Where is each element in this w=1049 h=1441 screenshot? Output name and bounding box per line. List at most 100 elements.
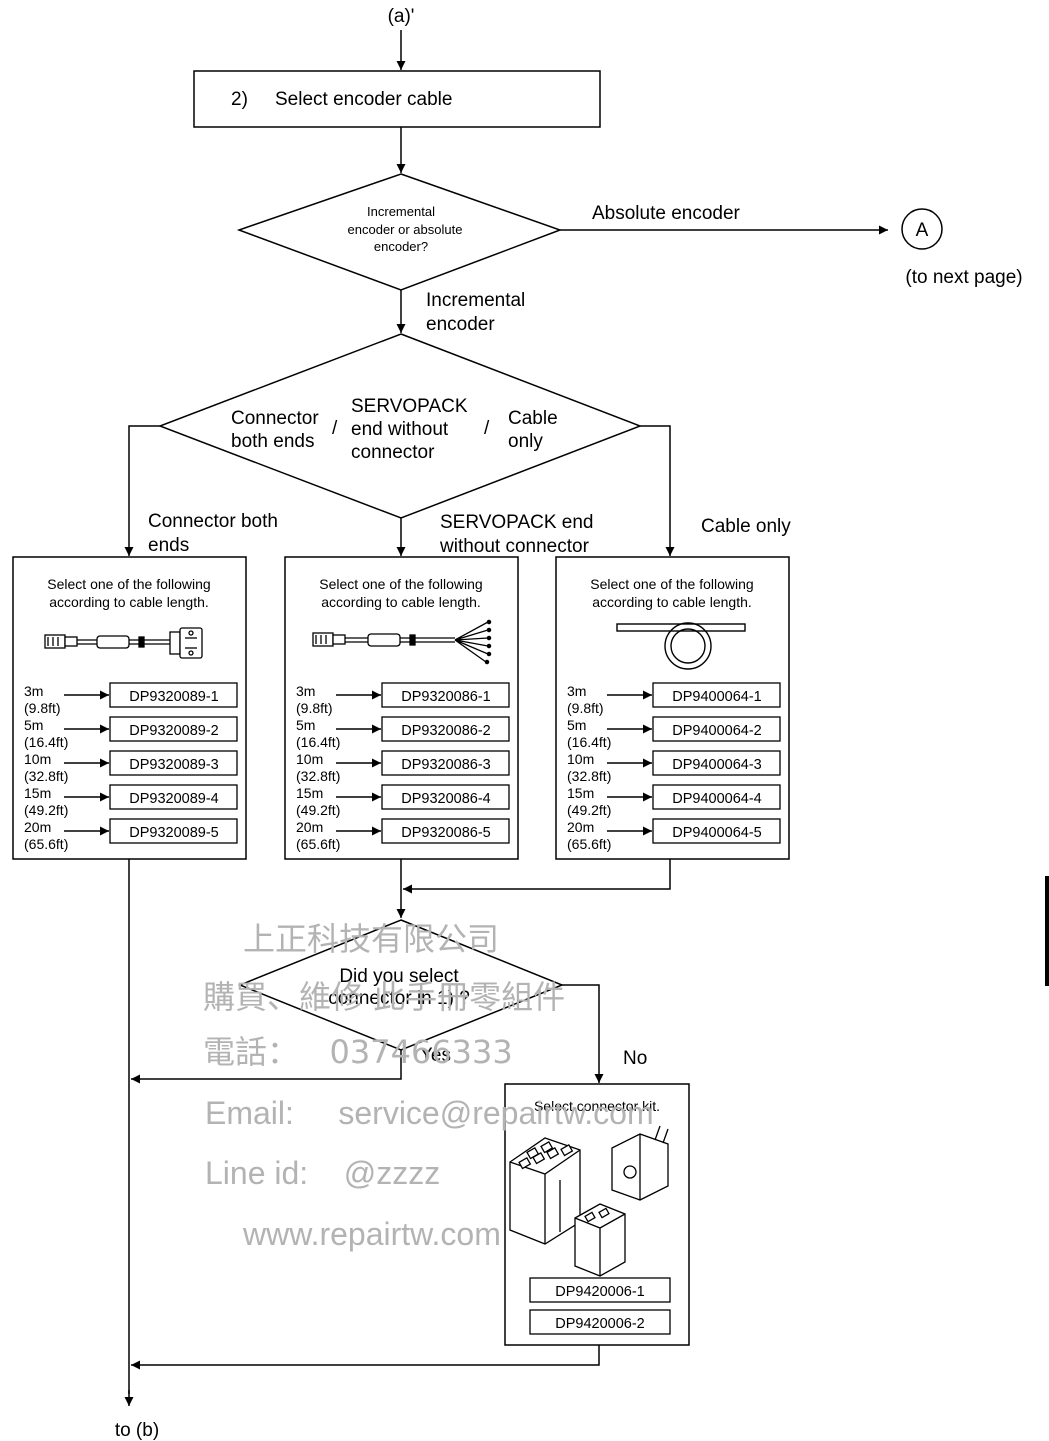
part-code: DP9320086-2 — [401, 723, 491, 739]
watermark-line: 電話： 037466333 — [203, 1033, 513, 1071]
watermark-line: Line id: @zzzz — [205, 1155, 440, 1191]
part-code: DP9320089-5 — [129, 825, 219, 841]
watermark-line: 購買、維修 此手冊零組件 — [203, 978, 565, 1016]
part-code-box — [109, 716, 238, 742]
step-number: 2) — [231, 89, 248, 110]
part-code-box — [381, 716, 510, 742]
length-ft: (65.6ft) — [24, 836, 68, 852]
decision-encoder-type: Incremental encoder or absolute encoder? — [236, 173, 563, 291]
length-m: 20m — [24, 819, 51, 835]
length-m: 20m — [296, 819, 323, 835]
length-m: 5m — [296, 717, 315, 733]
part-code-box — [652, 784, 781, 810]
to-next-page-note: (to next page) — [905, 267, 1022, 288]
length-m: 10m — [24, 751, 51, 767]
part-code-box — [381, 682, 510, 708]
incremental-label: Incremental — [426, 290, 525, 311]
part-code: DP9400064-2 — [672, 723, 762, 739]
length-m: 15m — [24, 785, 51, 801]
option-connector-both-ends: Connector — [231, 408, 319, 429]
incremental-label: encoder — [426, 314, 495, 335]
length-m: 20m — [567, 819, 594, 835]
watermark: 上正科技有限公司 購買、維修 此手冊零組件 電話： 037466333 Emai… — [203, 920, 654, 1252]
cable-loose-wires-icon — [312, 619, 492, 665]
length-m: 15m — [567, 785, 594, 801]
decision-connector-selected: Did you select connector in 1) ? — [237, 919, 565, 1051]
part-code-box — [109, 682, 238, 708]
part-code: DP9320089-1 — [129, 689, 219, 705]
watermark-line: www.repairtw.com — [242, 1216, 501, 1252]
option-servopack-end: end without — [351, 419, 449, 440]
option-separator: / — [332, 418, 338, 439]
instruction-text: according to cable length. — [49, 594, 209, 610]
branch-label: Connector both — [148, 511, 278, 532]
instruction-text: Select one of the following — [319, 576, 482, 592]
part-code-box — [652, 818, 781, 844]
kit-code: DP9420006-2 — [555, 1316, 645, 1332]
part-code: DP9320089-2 — [129, 723, 219, 739]
decision-question-line: Did you select — [339, 966, 459, 987]
length-m: 3m — [24, 683, 43, 699]
exit-label: to (b) — [115, 1420, 159, 1441]
part-code: DP9320089-4 — [129, 791, 219, 807]
flow-arrow-branch-3 — [640, 425, 675, 556]
watermark-line: 上正科技有限公司 — [243, 920, 499, 958]
length-ft: (65.6ft) — [296, 836, 340, 852]
option-servopack-end: SERVOPACK — [351, 396, 468, 417]
part-code-box — [109, 750, 238, 776]
length-ft: (16.4ft) — [24, 734, 68, 750]
option-separator: / — [484, 418, 490, 439]
branch-label: SERVOPACK end — [440, 512, 593, 533]
cable-length-rows: 3m(9.8ft)DP9320089-15m(16.4ft)DP9320089-… — [24, 682, 781, 852]
step-box: 2) Select encoder cable — [193, 70, 601, 128]
step-title: Select encoder cable — [275, 89, 452, 110]
instruction-text: according to cable length. — [592, 594, 752, 610]
length-m: 10m — [567, 751, 594, 767]
kit-code-box — [529, 1277, 671, 1303]
length-ft: (9.8ft) — [296, 700, 333, 716]
option-cable-only: only — [508, 431, 543, 452]
margin-bar — [1045, 876, 1049, 986]
length-ft: (9.8ft) — [24, 700, 61, 716]
branch-label: without connector — [439, 536, 590, 557]
length-ft: (16.4ft) — [567, 734, 611, 750]
length-m: 3m — [567, 683, 586, 699]
yes-label: Yes — [420, 1045, 451, 1066]
part-code-box — [381, 784, 510, 810]
kit-code-box — [529, 1309, 671, 1335]
length-ft: (32.8ft) — [24, 768, 68, 784]
branch-label: ends — [148, 535, 189, 556]
cable-coil-icon — [616, 622, 746, 670]
cable-both-connectors-icon — [44, 627, 203, 659]
offpage-connector-a: A — [901, 208, 943, 250]
length-m: 15m — [296, 785, 323, 801]
part-code: DP9320086-4 — [401, 791, 491, 807]
option-servopack-end: connector — [351, 442, 435, 463]
instruction-text: Select one of the following — [47, 576, 210, 592]
part-code: DP9400064-3 — [672, 757, 762, 773]
length-ft: (32.8ft) — [296, 768, 340, 784]
length-ft: (49.2ft) — [24, 802, 68, 818]
decision-question-line: connector in 1) ? — [328, 988, 470, 1009]
part-code: DP9320086-1 — [401, 689, 491, 705]
part-code-box — [652, 750, 781, 776]
decision-question-line: encoder or absolute — [348, 222, 463, 237]
connector-letter: A — [916, 220, 929, 241]
part-code: DP9320086-3 — [401, 757, 491, 773]
part-code: DP9400064-5 — [672, 825, 762, 841]
flow-arrow-branch-1 — [124, 425, 160, 556]
part-code-box — [109, 784, 238, 810]
decision-question-line: encoder? — [374, 239, 428, 254]
length-m: 5m — [567, 717, 586, 733]
option-cable-only: Cable — [508, 408, 558, 429]
length-ft: (49.2ft) — [296, 802, 340, 818]
part-code-box — [381, 818, 510, 844]
absolute-encoder-label: Absolute encoder — [592, 203, 741, 224]
length-m: 5m — [24, 717, 43, 733]
flow-arrow-merge — [403, 859, 671, 894]
instruction-text: according to cable length. — [321, 594, 481, 610]
part-code-box — [652, 682, 781, 708]
flow-arrow-yes — [131, 1050, 402, 1084]
part-code: DP9320086-5 — [401, 825, 491, 841]
